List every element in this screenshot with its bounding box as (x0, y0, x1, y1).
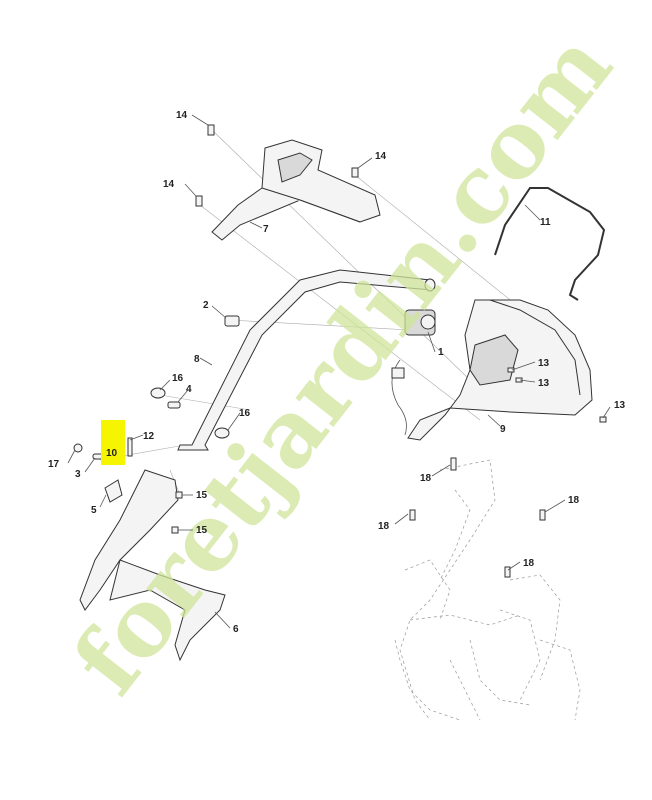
callout-18: 18 (523, 558, 535, 569)
callout-15: 15 (196, 525, 208, 536)
mower-body-outline (394, 457, 581, 721)
callout-5: 5 (91, 505, 97, 516)
highlight-box (101, 420, 125, 465)
callout-3: 3 (75, 469, 81, 480)
callout-13: 13 (538, 378, 550, 389)
callout-7: 7 (263, 224, 269, 235)
callout-13: 13 (538, 358, 550, 369)
callout-10-highlighted: 10 (106, 448, 118, 459)
callouts: 14 14 14 7 2 8 16 4 16 1 13 13 13 9 11 1… (48, 110, 626, 635)
part-8-handle-tube (177, 269, 436, 451)
leader-lines (67, 114, 611, 629)
callout-15: 15 (196, 490, 208, 501)
part-1-cable-unit (391, 309, 436, 436)
callout-17: 17 (48, 459, 60, 470)
hardware-parts (73, 124, 607, 534)
callout-14: 14 (163, 179, 175, 190)
part-11-cable-bar (494, 187, 606, 301)
part-7-upper-cover (211, 139, 381, 241)
callout-11: 11 (540, 217, 551, 228)
callout-18: 18 (568, 495, 580, 506)
callout-18: 18 (420, 473, 432, 484)
callout-8: 8 (194, 354, 200, 365)
callout-16: 16 (239, 408, 251, 419)
callout-13: 13 (614, 400, 626, 411)
callout-4: 4 (186, 384, 192, 395)
callout-6: 6 (233, 624, 239, 635)
callout-14: 14 (375, 151, 387, 162)
callout-18: 18 (378, 521, 390, 532)
callout-12: 12 (143, 431, 155, 442)
callout-14: 14 (176, 110, 188, 121)
callout-2: 2 (203, 300, 209, 311)
callout-16: 16 (172, 373, 184, 384)
callout-1: 1 (438, 347, 444, 358)
callout-9: 9 (500, 424, 506, 435)
part-9-upper-handle (407, 299, 593, 441)
